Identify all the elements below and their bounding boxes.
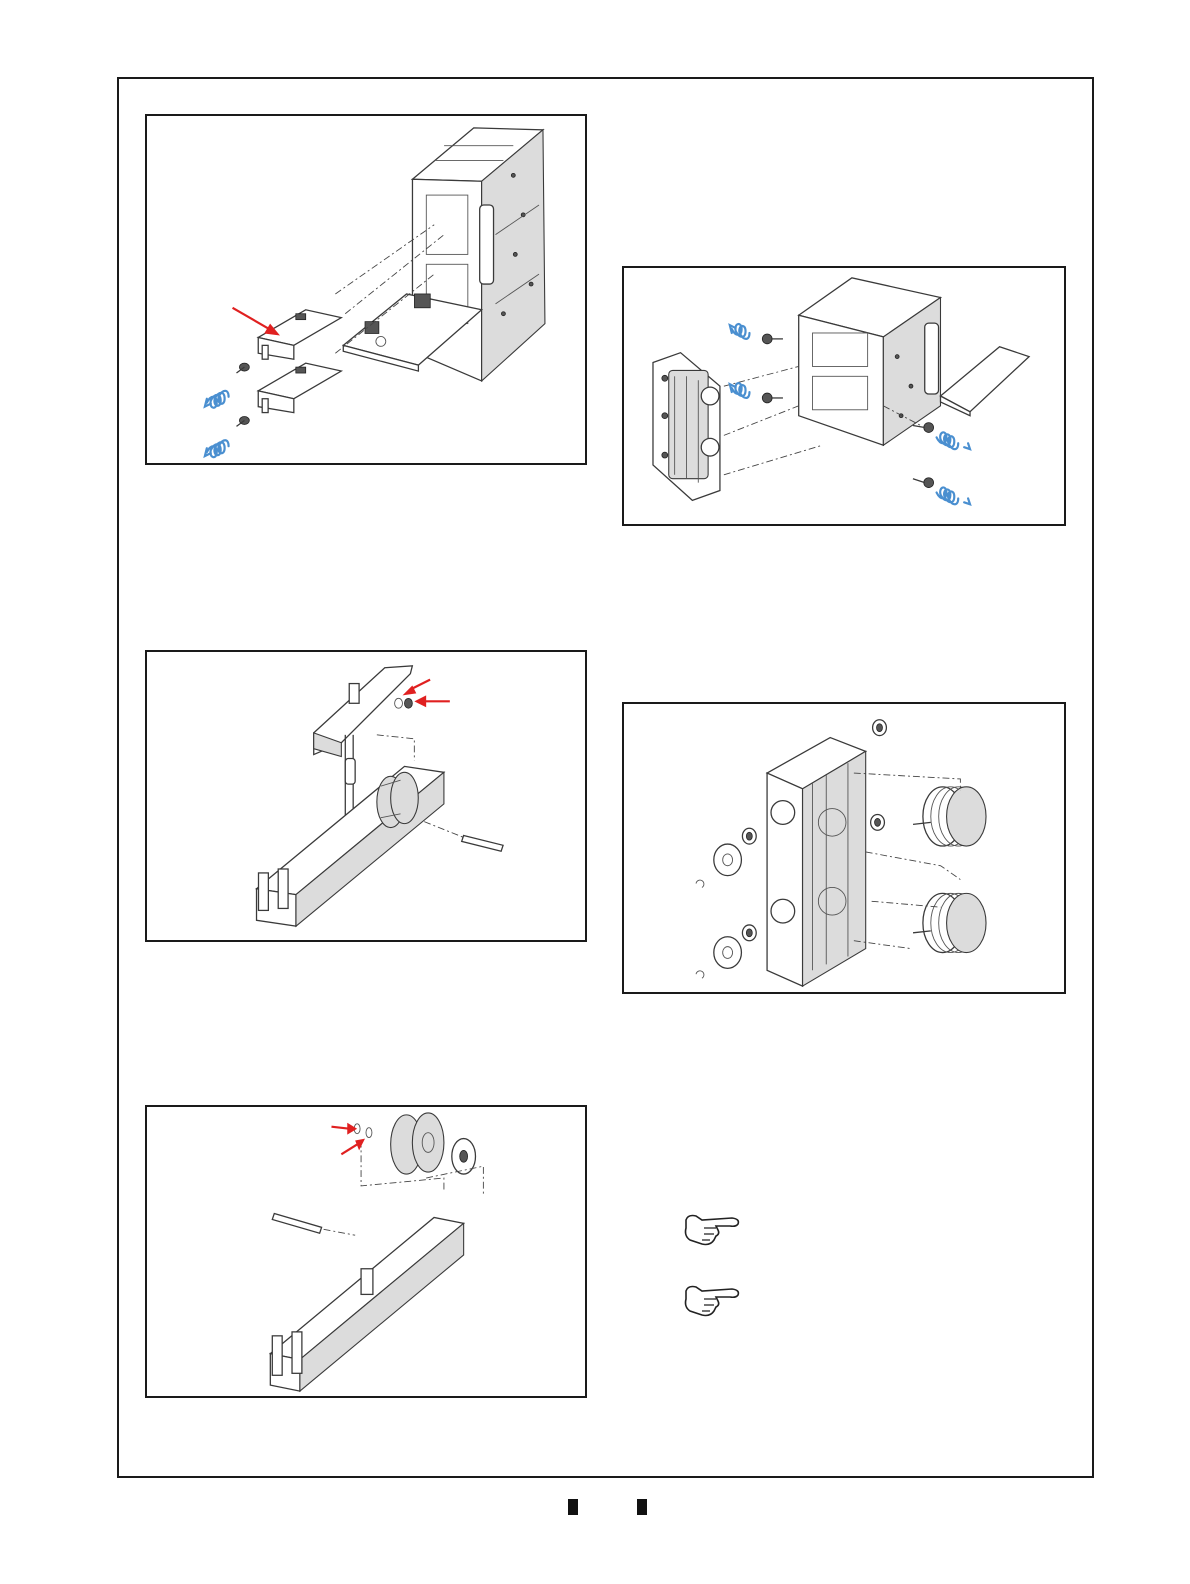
red-arrow-icon xyxy=(331,1123,357,1135)
bearing-left-lower xyxy=(742,925,756,941)
counter-clockwise-spiral-icon xyxy=(205,391,229,408)
lever-arm xyxy=(314,666,413,757)
e-clip-2 xyxy=(404,698,412,708)
figure-cartridge-removal xyxy=(145,114,587,465)
side-frame-removal-diagram xyxy=(624,268,1064,524)
side-frame xyxy=(653,353,720,501)
lower-cartridge xyxy=(258,363,341,412)
tray-body xyxy=(270,1217,463,1391)
counter-clockwise-spiral-icon xyxy=(937,487,970,504)
e-clip-2 xyxy=(366,1128,372,1138)
clip-left-upper xyxy=(696,880,704,887)
counter-clockwise-spiral-icon xyxy=(730,383,750,398)
cartridge-removal-diagram xyxy=(147,116,585,463)
frame-housing xyxy=(767,738,866,987)
gear-clip-removal-diagram xyxy=(147,1107,585,1396)
pointing-hand-icon xyxy=(682,1281,742,1321)
counter-clockwise-spiral-icon xyxy=(730,324,750,339)
red-arrow-icon xyxy=(414,695,450,707)
screw-right-upper xyxy=(913,423,934,433)
counter-clockwise-spiral-icon xyxy=(937,432,970,449)
lever-clip-removal-diagram xyxy=(147,652,585,940)
figure-gear-clip-removal xyxy=(145,1105,587,1398)
screw-upper xyxy=(236,363,249,373)
slide-tray xyxy=(940,347,1029,416)
red-arrow-icon xyxy=(233,308,280,336)
counter-clockwise-spiral-icon xyxy=(205,440,229,457)
roller-lower xyxy=(913,893,986,952)
bearing-left-upper xyxy=(742,828,756,844)
footer-mark-left xyxy=(568,1499,578,1515)
figure-side-frame-removal xyxy=(622,266,1066,526)
pointing-hand-icon xyxy=(682,1210,742,1250)
figure-roller-assembly-exploded xyxy=(622,702,1066,994)
gear-stack xyxy=(377,772,418,827)
washer-mid xyxy=(871,814,885,830)
pulley-left-lower xyxy=(714,937,742,969)
main-cage xyxy=(799,278,941,445)
clip-left-lower xyxy=(696,971,704,978)
figure-lever-clip-removal xyxy=(145,650,587,942)
roller-upper xyxy=(913,787,986,846)
screw-lower xyxy=(236,417,249,427)
shaft xyxy=(462,835,503,851)
screw-left-lower xyxy=(762,393,783,403)
washer-top xyxy=(873,720,887,736)
e-clip-1 xyxy=(395,698,403,708)
gear-pair xyxy=(391,1113,444,1174)
roller-assembly-diagram xyxy=(624,704,1064,992)
screw-left-upper xyxy=(762,334,783,344)
footer-mark-right xyxy=(637,1499,647,1515)
pulley-left-upper xyxy=(714,844,742,876)
red-arrow-icon xyxy=(402,680,430,696)
screw-right-lower xyxy=(913,478,934,488)
upper-cartridge xyxy=(258,310,341,359)
shaft xyxy=(272,1214,321,1234)
